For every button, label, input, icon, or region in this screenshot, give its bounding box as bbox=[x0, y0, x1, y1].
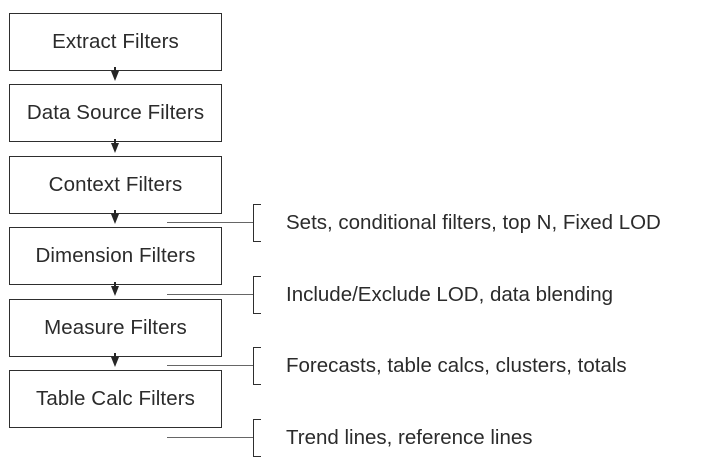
connector-line bbox=[167, 365, 253, 366]
data-source-filters-label: Data Source Filters bbox=[26, 101, 205, 124]
table-calc-filters-box: Table Calc Filters bbox=[9, 370, 222, 428]
context-filters-label: Context Filters bbox=[48, 173, 183, 196]
annotation-bracket bbox=[253, 204, 261, 242]
annotation-trend-reference-lines: Trend lines, reference lines bbox=[286, 426, 533, 449]
annotation-bracket bbox=[253, 347, 261, 385]
dimension-filters-label: Dimension Filters bbox=[35, 244, 196, 267]
table-calc-filters-label: Table Calc Filters bbox=[35, 387, 195, 410]
context-filters-box: Context Filters bbox=[9, 156, 222, 214]
annotation-forecasts-table-calcs: Forecasts, table calcs, clusters, totals bbox=[286, 354, 627, 377]
connector-line bbox=[167, 294, 253, 295]
arrow-down-icon bbox=[111, 353, 119, 367]
connector-line bbox=[167, 437, 253, 438]
measure-filters-box: Measure Filters bbox=[9, 299, 222, 357]
annotation-bracket bbox=[253, 419, 261, 457]
annotation-bracket bbox=[253, 276, 261, 314]
measure-filters-label: Measure Filters bbox=[44, 316, 187, 339]
dimension-filters-box: Dimension Filters bbox=[9, 227, 222, 285]
data-source-filters-box: Data Source Filters bbox=[9, 84, 222, 142]
arrow-down-icon bbox=[111, 282, 119, 296]
annotation-sets-lod: Sets, conditional filters, top N, Fixed … bbox=[286, 211, 661, 234]
arrow-down-icon bbox=[111, 67, 119, 81]
annotation-include-exclude-lod: Include/Exclude LOD, data blending bbox=[286, 283, 614, 306]
extract-filters-box: Extract Filters bbox=[9, 13, 222, 71]
extract-filters-label: Extract Filters bbox=[52, 30, 179, 53]
arrow-down-icon bbox=[111, 210, 119, 224]
connector-line bbox=[167, 222, 253, 223]
arrow-down-icon bbox=[111, 139, 119, 153]
